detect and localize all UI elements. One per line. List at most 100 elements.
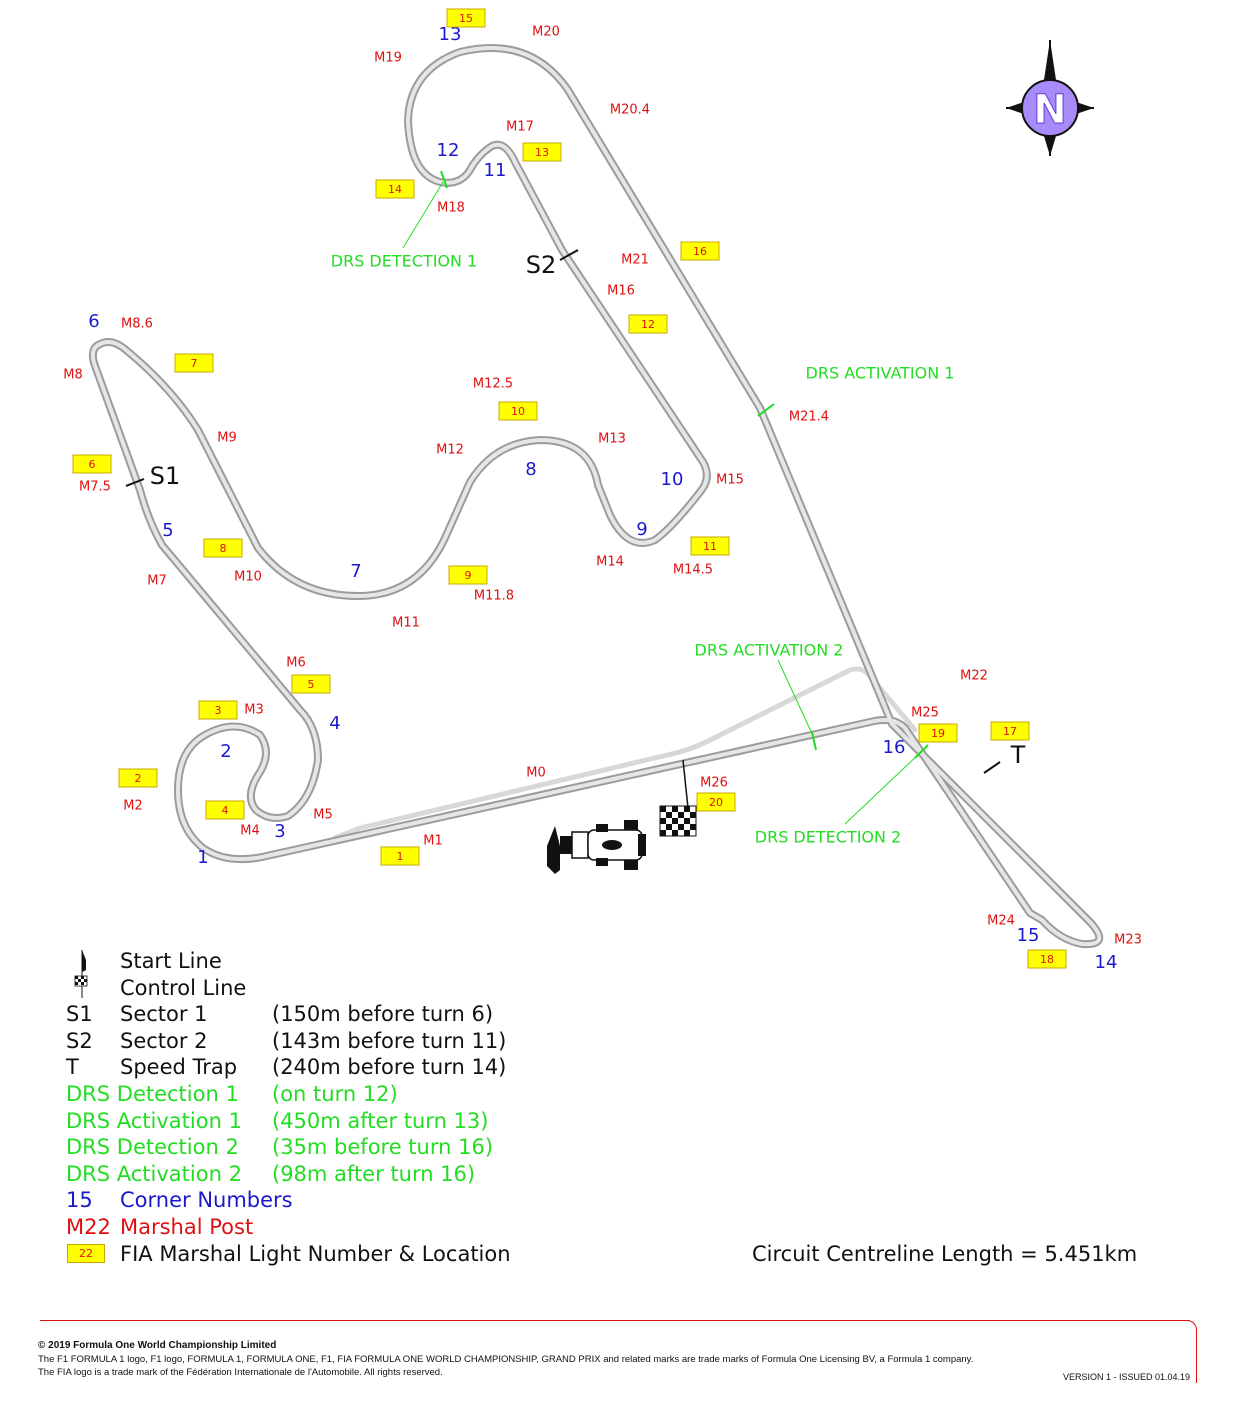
corner-number: 4 (329, 713, 340, 734)
legend-row-speed-trap: T Speed Trap (240m before turn 14) (64, 1054, 624, 1081)
corner-number: 11 (484, 160, 507, 181)
legend-note: (240m before turn 14) (272, 1055, 507, 1080)
corner-number: 16 (883, 737, 906, 758)
marshal-post: M7 (147, 574, 167, 589)
legend-row-start-line: Start Line (64, 948, 624, 998)
marshal-light-number: 5 (308, 678, 315, 691)
footer-divider (40, 1320, 1190, 1321)
legend-row-drs-activation-1: DRS Activation 1 (450m after turn 13) (64, 1108, 624, 1135)
footer-divider-corner (1186, 1320, 1197, 1383)
marshal-light-box: 9 (448, 565, 488, 585)
marshal-post: M7.5 (79, 480, 111, 495)
marshal-post: M5 (313, 808, 333, 823)
marshal-post: M14 (596, 555, 624, 570)
marshal-post: M21 (621, 253, 649, 268)
legend-row-sector-1: S1 Sector 1 (150m before turn 6) (64, 1001, 624, 1028)
marshal-light-box: 17 (990, 721, 1030, 741)
marshal-post: M8.6 (121, 317, 153, 332)
marshal-light-number: 9 (465, 569, 472, 582)
legend-light-box: 22 (67, 1243, 105, 1263)
trademark-fia: The FIA logo is a trade mark of the Fédé… (38, 1367, 443, 1378)
legend-label: FIA Marshal Light Number & Location (120, 1241, 511, 1266)
legend-symbol: DRS Activation 2 (66, 1161, 242, 1186)
marshal-light-number: 2 (135, 772, 142, 785)
legend-label: Speed Trap (120, 1055, 238, 1080)
marshal-post: M19 (374, 51, 402, 66)
drs-label: DRS ACTIVATION 1 (806, 364, 955, 383)
marshal-light-number: 16 (693, 245, 707, 258)
marshal-light-number: 4 (222, 804, 229, 817)
marshal-light-number: 20 (709, 796, 723, 809)
marshal-post: M18 (437, 201, 465, 216)
legend-note: (35m before turn 16) (272, 1135, 494, 1160)
corner-number: 5 (162, 520, 173, 541)
marshal-post: M20 (532, 25, 560, 40)
legend-row-marshal-post: M22 Marshal Post (64, 1214, 624, 1241)
marshal-light-box: 20 (696, 792, 736, 812)
legend-row-corner-numbers: 15 Corner Numbers (64, 1187, 624, 1214)
marshal-light-box: 1 (380, 846, 420, 866)
legend-symbol: DRS Activation 1 (66, 1108, 242, 1133)
marshal-post: M11 (392, 616, 420, 631)
legend-label: Control Line (120, 975, 247, 1000)
marshal-post: M22 (960, 669, 988, 684)
marshal-light-box: 11 (690, 536, 730, 556)
legend-note: (on turn 12) (272, 1081, 398, 1106)
marshal-post: M1 (423, 834, 443, 849)
marshal-posts: M0M1M2M3M4M5M6M7M7.5M8M8.6M9M10M11M11.8M… (63, 25, 1142, 948)
marshal-light-box: 13 (522, 142, 562, 162)
legend-note: (450m after turn 13) (272, 1108, 489, 1133)
corner-number: 15 (1017, 925, 1040, 946)
marshal-light-box: 3 (198, 700, 238, 720)
marshal-post: M8 (63, 368, 83, 383)
chequered-flag-icon (659, 805, 697, 837)
corner-number: 6 (88, 311, 99, 332)
marshal-light-number: 1 (397, 850, 404, 863)
drs-label: DRS ACTIVATION 2 (695, 641, 844, 660)
marshal-light-number: 11 (703, 540, 717, 553)
legend-label: Marshal Post (120, 1214, 254, 1239)
marshal-post: M12 (436, 443, 464, 458)
compass-rose-icon: N (1006, 40, 1094, 156)
legend-row-control-line: Control Line (64, 975, 624, 1002)
marshal-light-number: 13 (535, 146, 549, 159)
copyright: © 2019 Formula One World Championship Li… (38, 1340, 277, 1351)
marshal-light-box: 15 (446, 8, 486, 28)
marshal-post: M20.4 (610, 103, 650, 118)
legend: Start Line Control Line S1 Sector 1 (150… (64, 948, 624, 1267)
legend-symbol: S2 (66, 1028, 93, 1053)
legend-row-sector-2: S2 Sector 2 (143m before turn 11) (64, 1028, 624, 1055)
control-line (682, 759, 689, 809)
marshal-light-box: 4 (205, 800, 245, 820)
start-grid-car-icon (547, 820, 646, 874)
legend-symbol: M22 (66, 1214, 111, 1239)
marshal-post: M6 (286, 656, 306, 671)
corner-number: 8 (525, 459, 536, 480)
marshal-post: M26 (700, 776, 728, 791)
version: VERSION 1 - ISSUED 01.04.19 (1063, 1372, 1191, 1382)
corner-number: 14 (1095, 952, 1118, 973)
legend-row-marshal-light: 22 FIA Marshal Light Number & Location (64, 1241, 624, 1268)
marshal-light-box: 5 (291, 674, 331, 694)
marshal-post: M0 (526, 766, 546, 781)
marshal-post: M4 (240, 824, 260, 839)
marshal-post: M14.5 (673, 563, 713, 578)
marshal-post: M13 (598, 432, 626, 447)
corner-number: 10 (661, 469, 684, 490)
sector-2-line (559, 249, 579, 261)
legend-row-drs-detection-1: DRS Detection 1 (on turn 12) (64, 1081, 624, 1108)
circuit-length: Circuit Centreline Length = 5.451km (752, 1242, 1138, 1266)
start-flag-icon (74, 950, 88, 998)
marshal-post: M11.8 (474, 589, 514, 604)
timing-label: T (1010, 741, 1026, 769)
timing-label: S2 (526, 251, 557, 279)
compass-letter: N (1033, 87, 1066, 133)
legend-symbol: S1 (66, 1002, 93, 1027)
marshal-post: M17 (506, 120, 534, 135)
marshal-post: M12.5 (473, 377, 513, 392)
corner-number: 1 (197, 847, 208, 868)
marshal-light-number: 7 (191, 357, 198, 370)
marshal-light-box: 6 (72, 454, 112, 474)
